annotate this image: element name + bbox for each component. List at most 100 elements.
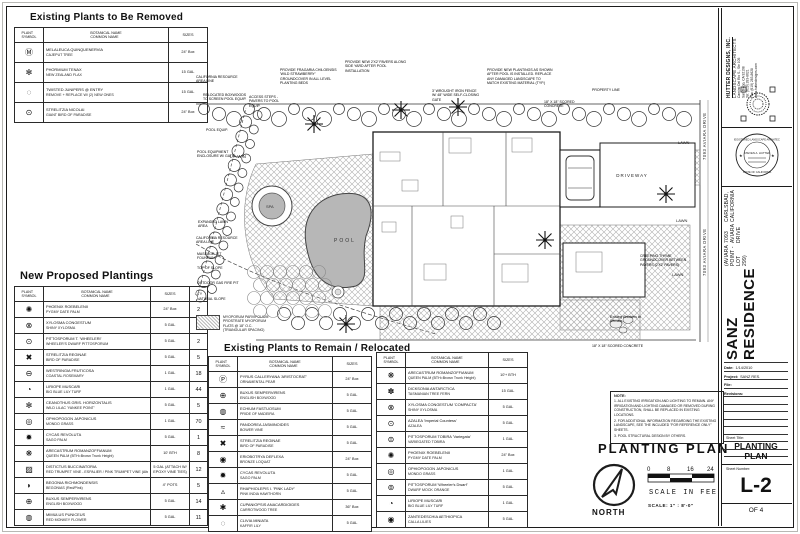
plant-size: 15 GAL xyxy=(181,70,195,75)
botanical-name: BUXUS SEMPERVIRENS xyxy=(46,497,92,501)
botanical-name: ECHIUM FASTUOSUM xyxy=(240,407,281,411)
plant-symbol: ◍ xyxy=(25,512,33,522)
header-sizes: SIZES xyxy=(164,291,176,296)
botanical-name: BUXUS SEMPERVIRENS xyxy=(240,391,286,395)
seal-star: ★ xyxy=(739,153,743,158)
revision-line xyxy=(724,412,788,420)
legend-line: MYOPORUM PARVIFOLIUM xyxy=(223,315,269,319)
spa xyxy=(258,192,286,220)
info-block: Date: 1/14/2010 Project: SANZ RES. File:… xyxy=(724,362,788,457)
botanical-name: PITTOSPORUM 'Wheeler's Dwarf' xyxy=(408,483,468,487)
common-name: CALLA LILIES xyxy=(408,519,431,524)
callout: 18" X 18" SCORED CONCRETE xyxy=(544,100,575,109)
header-botanical-name: BOTANICAL NAME COMMON NAME xyxy=(406,353,489,367)
plant-symbol: ⊗ xyxy=(387,402,395,412)
header-plant-symbol: PLANT SYMBOL xyxy=(15,287,44,301)
common-name: CAJEPUT TREE xyxy=(46,52,73,57)
plant-size: 5 GAL xyxy=(164,355,176,360)
header-sizes: SIZES xyxy=(346,361,358,366)
common-name: MONDO GRASS xyxy=(46,421,74,426)
revision-line xyxy=(724,442,788,450)
project-label: Project: xyxy=(724,374,739,379)
common-name: DWARF MOCK ORANGE xyxy=(408,487,450,492)
hatch-swatch xyxy=(196,315,220,330)
common-name: BIRD OF PARADISE xyxy=(240,443,274,448)
common-name: QUEEN PALM (BTH=Brown Trunk Height) xyxy=(46,453,114,458)
titleblock-divider xyxy=(721,8,722,526)
plant-row: ⊚ PITTOSPORUM 'Wheeler's Dwarf' DWARF MO… xyxy=(377,480,527,496)
common-name: RED TRUMPET VINE - ESPALIER / PINK TRUMP… xyxy=(46,469,148,474)
palm-tree xyxy=(336,314,356,334)
pool xyxy=(304,192,372,288)
plant-size: 5 GAL xyxy=(164,435,176,440)
seal-top-text: REGISTERED LANDSCAPE ARCHITECT xyxy=(734,138,780,142)
callout: POOL EQUIPMENT ENCLOSURE W/ GATE xyxy=(197,150,235,159)
sheet-number-label: Sheet Number: xyxy=(726,467,751,471)
note-item: 2. FOR ADDITIONAL INFORMATION REGARDING … xyxy=(614,418,717,433)
scale-label: SCALE IN FEET xyxy=(649,489,717,497)
notes-box: NOTE: 1. ALL EXISTING IRRIGATION AND LIG… xyxy=(610,391,724,445)
botanical-name: CYCAS REVOLUTA xyxy=(46,433,82,437)
plant-qty: 2 xyxy=(189,302,207,317)
callout: RELOCATED BOXWOODS TO SCREEN POOL EQUIP. xyxy=(203,93,247,102)
scale-tick: 8 xyxy=(667,467,671,473)
botanical-name: PYRUS CALLERYANA 'ARISTOCRAT' xyxy=(240,375,307,379)
drawing-title: PLANTING PLAN xyxy=(598,441,730,456)
plant-size: 5 GAL xyxy=(164,403,176,408)
botanical-name: DISTICTUS BUCCINATORIA xyxy=(46,465,97,469)
note-item: 3. POOL STRUCTURAL DESIGN BY OTHERS. xyxy=(614,434,687,439)
plant-row: ⊗ XYLOSMA CONGESTUM SHINY XYLOSMA 5 GAL … xyxy=(15,318,207,334)
revision-line xyxy=(724,397,788,405)
botanical-name: ARECASTRUM ROMANZOFFIANUM xyxy=(408,371,474,375)
house-footprint xyxy=(372,131,561,307)
revision-line xyxy=(724,420,788,427)
plant-qty: 5 xyxy=(189,478,207,493)
common-name: KAFFIR LILY xyxy=(240,523,261,528)
plant-symbol: ✺ xyxy=(387,450,395,460)
titleblock-divider xyxy=(722,464,792,465)
notes-title: NOTE: xyxy=(614,394,626,398)
common-name: BOWER VINE xyxy=(240,427,263,432)
header-botanical-name: BOTANICAL NAME COMMON NAME xyxy=(44,287,151,301)
plant-row: ◌ CLIVIA MINIATA KAFFIR LILY 5 GAL xyxy=(209,516,371,531)
plant-symbol: ✹ xyxy=(25,432,33,442)
plant-row: ◔ LIRIOPE MUSCARI BIG BLUE LILY TURF 1 G… xyxy=(15,382,207,398)
plant-size: 5 GAL xyxy=(164,323,176,328)
callout: CREEPING THYME GROUNDCOVER BETWEEN PAVER… xyxy=(640,254,687,267)
plant-row: ≈ PANDOREA JASMINOIDES BOWER VINE 5 GAL xyxy=(209,420,371,436)
label-street: 7093 AVIARA DRIVE xyxy=(702,112,707,160)
label-pool: POOL xyxy=(334,238,356,244)
driveway xyxy=(599,142,696,208)
botanical-name: STRELITZIA REGINAE xyxy=(46,353,87,357)
plant-symbol: ◉ xyxy=(387,514,395,524)
plant-row: ⊜ PITTOSPORUM TOBIRA 'Variegata' VARIEGA… xyxy=(377,432,527,448)
plant-size: 10' BTH xyxy=(163,451,177,456)
label-lawn: LAWN xyxy=(672,272,684,277)
common-name: BIG BLUE LILY TURF xyxy=(408,503,444,508)
botanical-name: LIRIOPE MUSCARI xyxy=(46,385,81,389)
label-spa: SPA xyxy=(266,204,274,209)
plant-qty: 70 xyxy=(189,414,207,429)
palm-tree xyxy=(656,184,676,204)
callout: NATURAL SLOPE xyxy=(197,297,226,301)
plant-size: 1 GAL xyxy=(164,387,176,392)
header-sizes: SIZES xyxy=(182,32,194,37)
botanical-name: OPHIOPOGON JAPONICUS xyxy=(46,417,97,421)
plant-qty: 5 xyxy=(189,398,207,413)
plant-row: Ⓟ PYRUS CALLERYANA 'ARISTOCRAT' ORNAMENT… xyxy=(209,372,371,388)
plant-size: 5 GAL xyxy=(502,421,514,426)
plant-size: 5 GAL xyxy=(164,339,176,344)
plant-row: ⊕ BUXUS SEMPERVIRENS ENGLISH BOXWOOD 5 G… xyxy=(209,388,371,404)
botanical-name: AZALEA 'Imperial Countess' xyxy=(408,419,457,423)
titleblock-divider xyxy=(722,127,792,128)
legend-line: FLATS @ 18" O.C. xyxy=(223,323,253,328)
seal-bottom-text: STATE OF CALIFORNIA xyxy=(743,170,772,174)
table-remain2: PLANT SYMBOL BOTANICAL NAME COMMON NAME … xyxy=(376,352,528,528)
plant-row: ✽ DICKSONIA ANTARCTICA TASMANIAN TREE FE… xyxy=(377,384,527,400)
plant-size: 1 GAL xyxy=(502,469,514,474)
plant-size: 5 GAL xyxy=(346,409,358,414)
plant-symbol: ◎ xyxy=(387,466,395,476)
